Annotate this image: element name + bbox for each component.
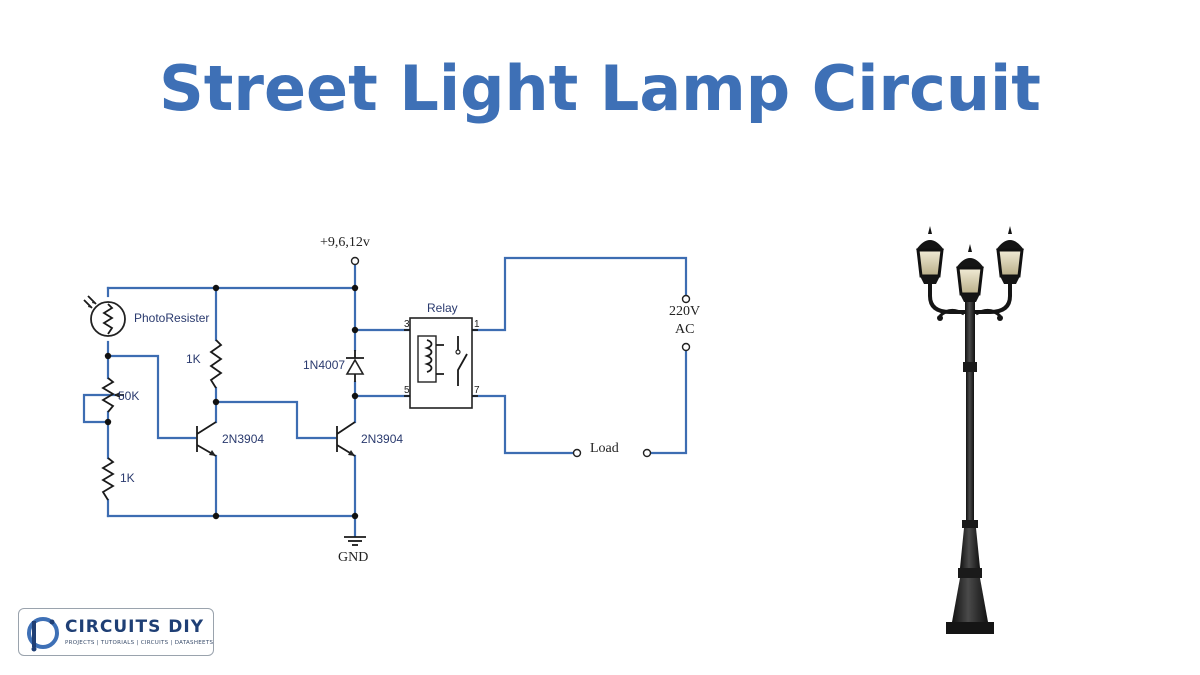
resistor-bottom-label: 1K — [120, 471, 135, 485]
lantern-right — [996, 226, 1024, 284]
ac-voltage-label: 220V — [669, 304, 700, 319]
relay-pin-7: 7 — [474, 385, 480, 396]
lantern-left — [916, 226, 944, 284]
photoresistor-label: PhotoResister — [134, 311, 209, 325]
street-lamp-image — [916, 226, 1024, 634]
load-terminal-right — [642, 448, 652, 458]
supply-terminal — [350, 256, 360, 266]
ac-type-label: AC — [675, 322, 694, 337]
supply-label: +9,6,12v — [320, 235, 370, 250]
ground-symbol — [344, 536, 366, 546]
logo-tagline: PROJECTS | TUTORIALS | CIRCUITS | DATASH… — [65, 640, 214, 646]
brand-logo: CIRCUITS DIY PROJECTS | TUTORIALS | CIRC… — [18, 608, 214, 656]
logo-name: CIRCUITS DIY — [65, 617, 205, 637]
relay-pin-3: 3 — [404, 319, 410, 330]
potentiometer-label: 50K — [118, 389, 139, 403]
relay-pin-5: 5 — [404, 385, 410, 396]
circuit-wires — [82, 256, 688, 538]
lantern-center — [956, 244, 984, 302]
transistor-1 — [196, 421, 217, 457]
ac-terminal-bottom — [681, 342, 691, 352]
diode-label: 1N4007 — [303, 358, 345, 372]
relay-label: Relay — [427, 301, 458, 315]
junction-dots — [104, 284, 359, 520]
diode — [345, 350, 365, 382]
resistor-collector — [209, 339, 223, 389]
potentiometer — [101, 377, 124, 413]
relay — [404, 317, 478, 409]
load-terminal-left — [572, 448, 582, 458]
load-label: Load — [590, 441, 619, 456]
page-title: Street Light Lamp Circuit — [159, 52, 1041, 125]
transistor-1-label: 2N3904 — [222, 432, 264, 446]
transistor-2 — [336, 421, 356, 457]
resistor-collector-label: 1K — [186, 352, 201, 366]
relay-pin-1: 1 — [474, 319, 480, 330]
ground-label: GND — [338, 550, 368, 565]
resistor-bottom — [101, 457, 115, 501]
logo-mark-icon — [27, 617, 59, 652]
photoresistor — [83, 295, 126, 337]
transistor-2-label: 2N3904 — [361, 432, 403, 446]
ac-terminal-top — [681, 294, 691, 304]
